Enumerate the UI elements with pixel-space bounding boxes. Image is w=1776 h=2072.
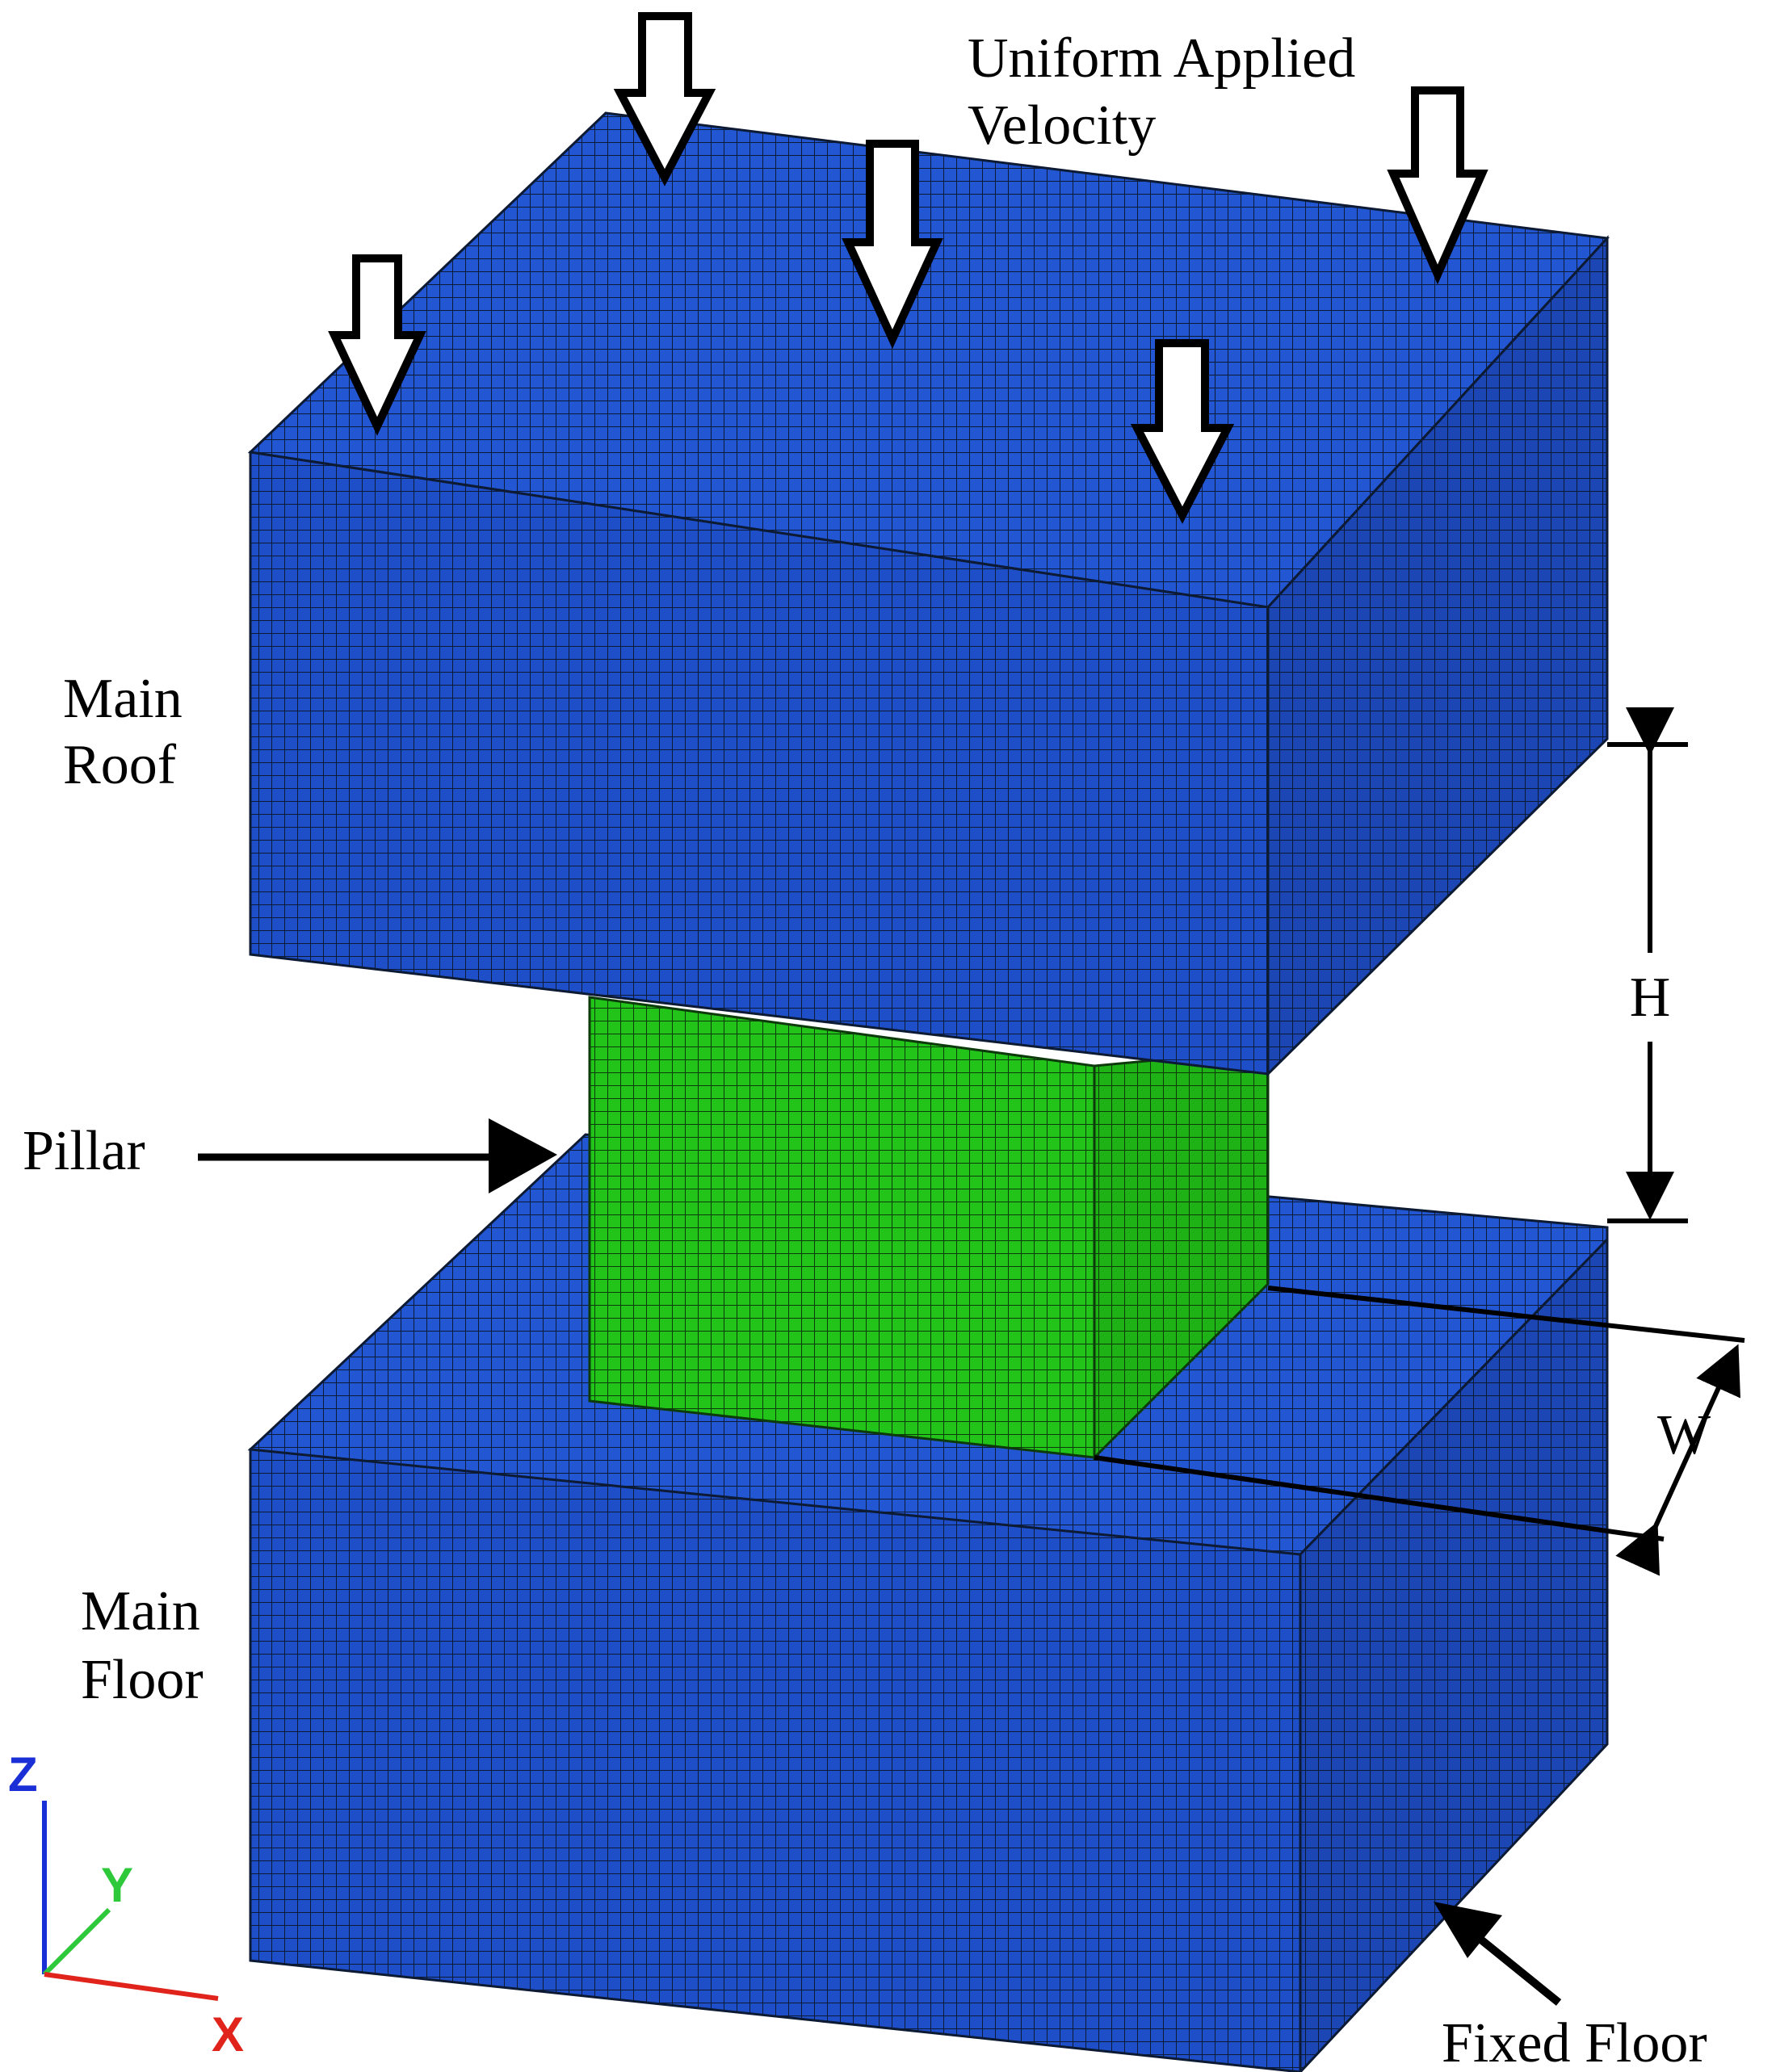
width-label: W (1657, 1404, 1711, 1466)
velocity-arrow-icon (1387, 86, 1488, 285)
velocity-label-line2: Velocity (968, 94, 1156, 157)
arrow-right-icon (489, 1118, 557, 1193)
y-axis-label: Y (101, 1858, 133, 1912)
main-floor-side-face (1299, 1236, 1609, 2072)
velocity-arrow-icon (842, 140, 943, 350)
height-dimension (1607, 707, 1688, 1223)
velocity-arrow-icon (328, 254, 426, 436)
main-floor-label-line1: Main (81, 1580, 200, 1642)
velocity-arrows (328, 12, 1488, 524)
height-label: H (1630, 967, 1671, 1029)
velocity-arrow-icon (613, 12, 716, 187)
velocity-arrow-icon (1130, 339, 1235, 524)
pillar-pointer-arrow (198, 1118, 557, 1193)
main-roof-side-face (1266, 235, 1609, 1077)
pillar-label: Pillar (23, 1120, 145, 1182)
main-floor-front-face (249, 1448, 1302, 2072)
pillar-front-face (588, 996, 1096, 1459)
fixed-floor-pointer-arrow (1434, 1902, 1562, 2006)
width-dimension (1094, 1286, 1745, 1576)
main-roof-label-line1: Main (63, 668, 183, 730)
arrow-up-left-icon (1434, 1902, 1502, 1958)
y-axis-line (42, 1907, 111, 1977)
axis-triad: Z Y X (8, 1747, 244, 2062)
main-roof-block (247, 111, 1610, 1077)
x-axis-label: X (212, 2007, 244, 2062)
fixed-floor-label: Fixed Floor (1442, 2012, 1707, 2072)
velocity-label-line1: Uniform Applied (968, 27, 1355, 90)
main-roof-label-line2: Roof (63, 734, 177, 796)
main-floor-label-line2: Floor (81, 1649, 204, 1711)
z-axis-label: Z (8, 1747, 38, 1801)
x-axis-line (44, 1972, 219, 2001)
